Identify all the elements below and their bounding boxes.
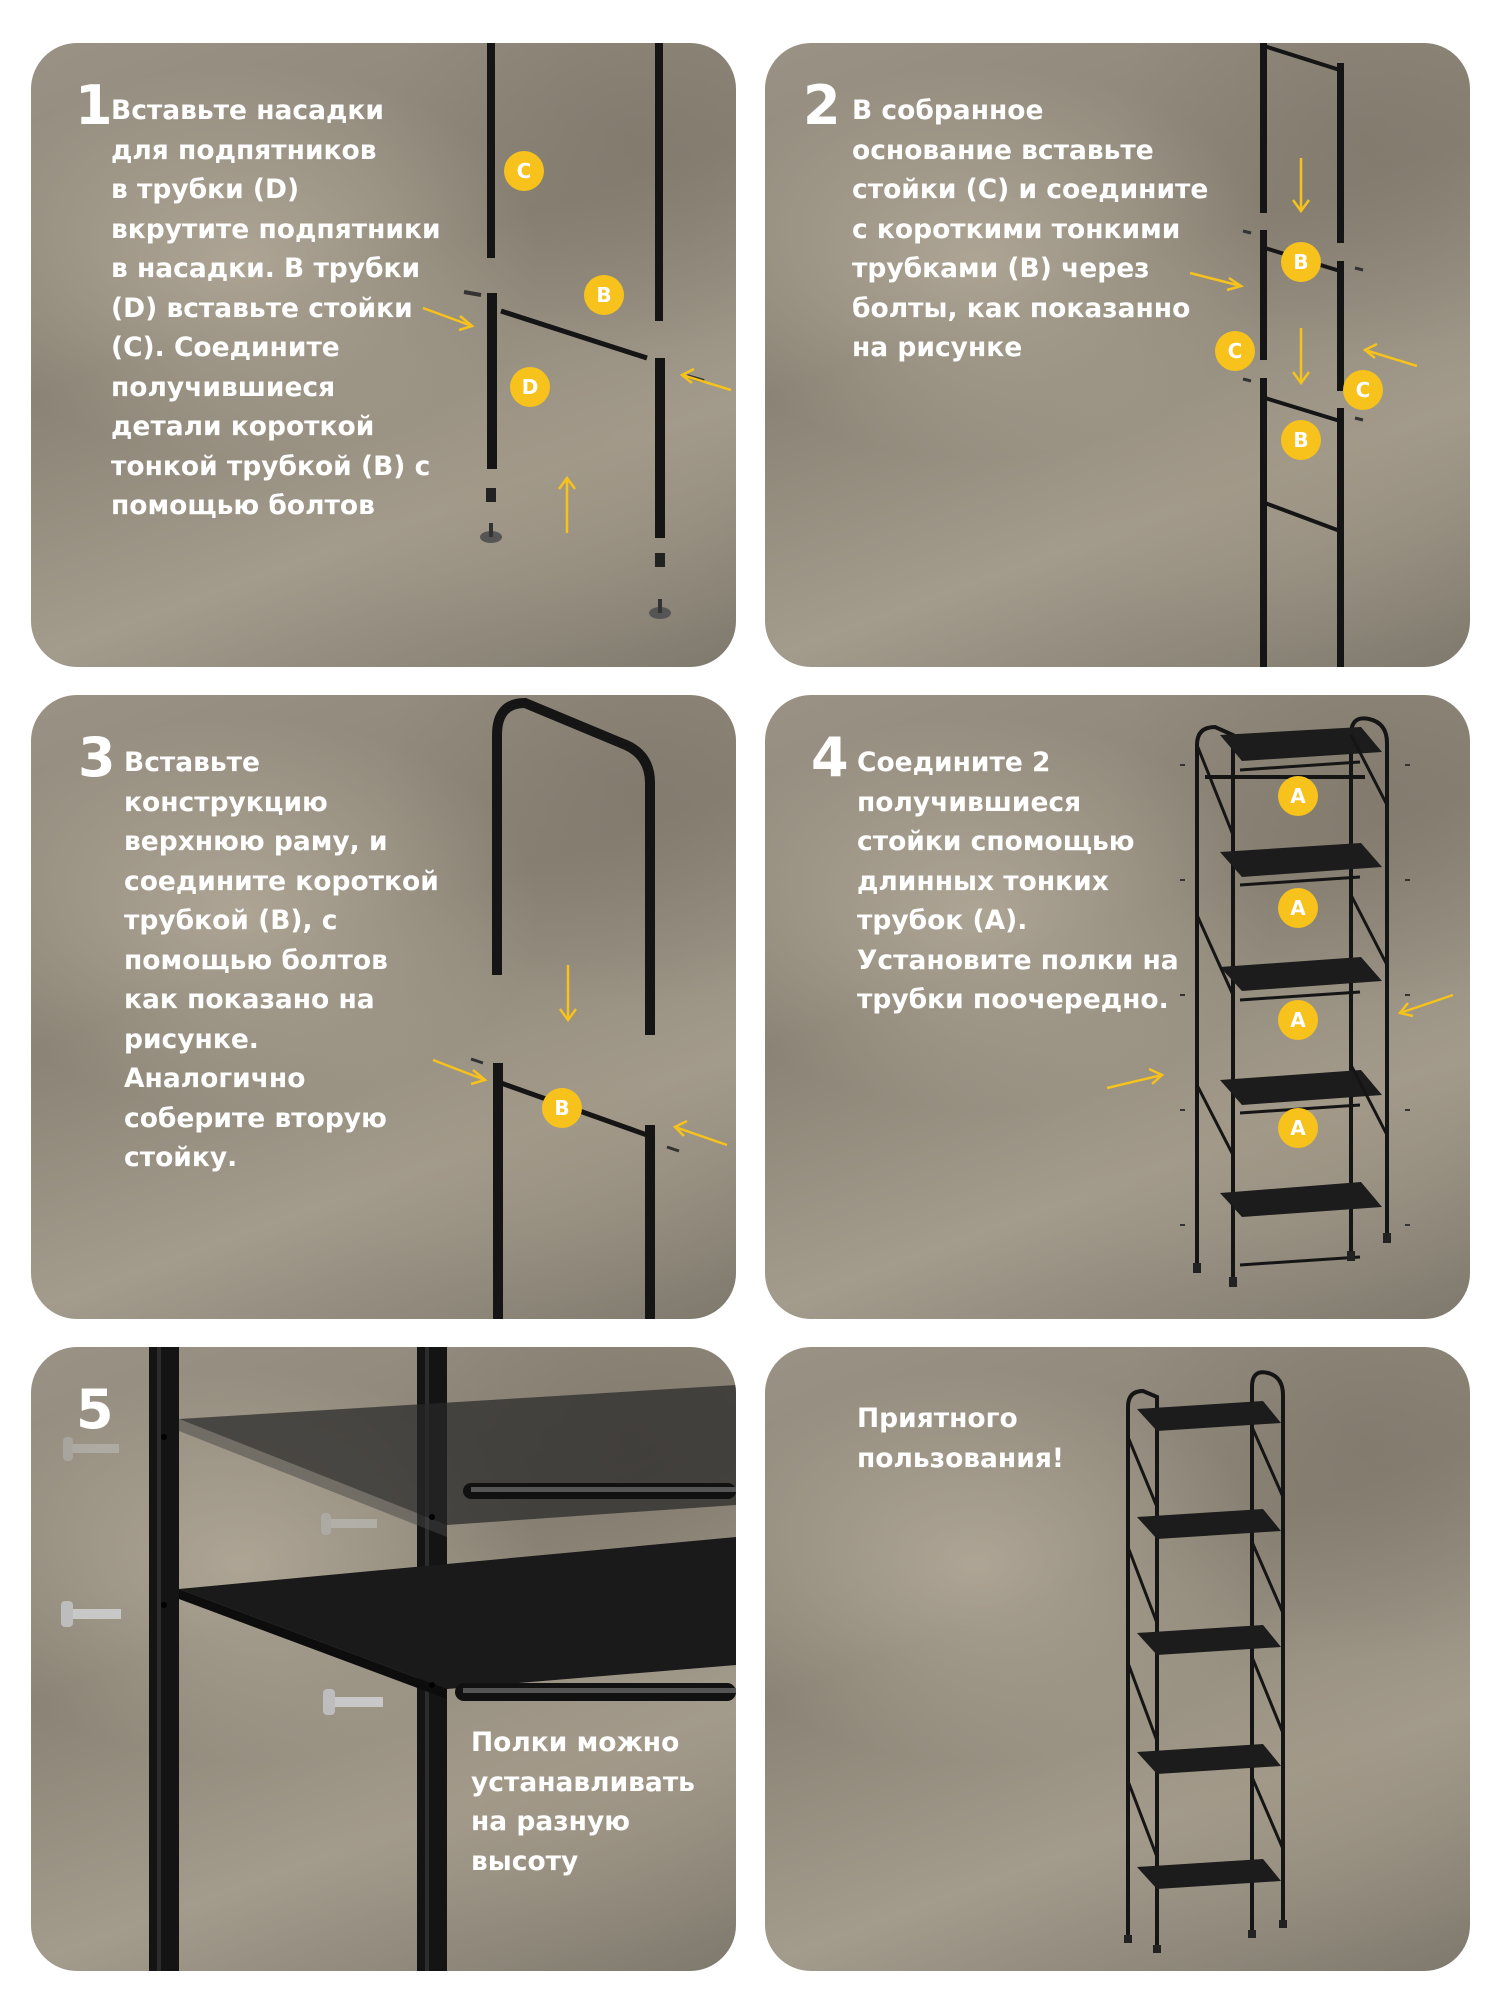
final-message: Приятного пользования! bbox=[857, 1403, 1064, 1474]
bolt bbox=[61, 1601, 121, 1627]
badge-b: B bbox=[1281, 242, 1321, 282]
svg-text:A: A bbox=[1290, 784, 1306, 808]
arrow-icon bbox=[558, 965, 578, 1023]
step-3-illustration: B bbox=[432, 697, 728, 1319]
long-tube-a bbox=[1239, 760, 1361, 1267]
foot-insert bbox=[655, 553, 665, 567]
svg-text:A: A bbox=[1290, 1008, 1306, 1032]
arrow-icon bbox=[1291, 158, 1311, 214]
shelf bbox=[1220, 727, 1382, 1217]
step-number: 4 bbox=[811, 726, 849, 789]
top-frame bbox=[492, 697, 655, 1035]
svg-text:C: C bbox=[1228, 339, 1243, 363]
step-1-illustration: C B D bbox=[422, 43, 732, 619]
shelf bbox=[1137, 1401, 1281, 1889]
svg-text:A: A bbox=[1290, 896, 1306, 920]
badge-c: C bbox=[504, 151, 544, 191]
step-4-illustration: A A A A bbox=[1106, 716, 1454, 1287]
badge-b: B bbox=[584, 275, 624, 315]
step-2-illustration: B C C B bbox=[1189, 43, 1418, 667]
tube-d bbox=[487, 293, 497, 469]
arrow-icon bbox=[432, 1058, 488, 1086]
finished-shelving-illustration bbox=[1124, 1370, 1287, 1953]
step-4-card: 4 Соедините 2 получившиеся стойки спомощ… bbox=[765, 695, 1470, 1319]
badge-c: C bbox=[1343, 370, 1383, 410]
badge-a: A bbox=[1278, 1000, 1318, 1040]
step-3-card: 3 Вставьте конструкцию верхнюю раму, и с… bbox=[31, 695, 736, 1319]
step-number: 1 bbox=[75, 74, 113, 137]
step-1-card: 1 Вставьте насадки для подпятников в тру… bbox=[31, 43, 736, 667]
arrow-icon bbox=[1106, 1067, 1165, 1090]
step-2-card: 2 В собранное основание вставьте стойки … bbox=[765, 43, 1470, 667]
bolt bbox=[463, 290, 482, 297]
svg-text:D: D bbox=[522, 375, 539, 399]
svg-text:B: B bbox=[1293, 428, 1308, 452]
foot-insert bbox=[486, 488, 496, 502]
badge-b: B bbox=[542, 1088, 582, 1128]
svg-text:C: C bbox=[1356, 378, 1371, 402]
badge-c: C bbox=[1215, 331, 1255, 371]
step-number: 2 bbox=[803, 74, 841, 137]
badge-b: B bbox=[1281, 420, 1321, 460]
step-5-card: 5 Полки можно устанавливать на разную вы… bbox=[31, 1347, 736, 1971]
post-c bbox=[487, 43, 495, 258]
step-number: 3 bbox=[78, 726, 116, 789]
badge-a: A bbox=[1278, 1108, 1318, 1148]
arrow-icon bbox=[672, 1119, 728, 1147]
bolt bbox=[323, 1689, 383, 1715]
arrow-icon bbox=[1291, 328, 1311, 386]
post-right bbox=[655, 43, 663, 321]
svg-text:A: A bbox=[1290, 1116, 1306, 1140]
post-c bbox=[1260, 230, 1267, 360]
arrow-icon bbox=[422, 306, 475, 332]
arrow-icon bbox=[1362, 342, 1418, 368]
bolt bbox=[321, 1513, 377, 1535]
step-text: Вставьте конструкцию верхнюю раму, и сое… bbox=[124, 747, 439, 1173]
short-tube-b bbox=[500, 308, 648, 361]
step-text: Вставьте насадки для подпятников в трубк… bbox=[111, 95, 441, 521]
short-tube-b bbox=[1264, 396, 1341, 423]
svg-text:B: B bbox=[554, 1096, 569, 1120]
post-left bbox=[149, 1347, 179, 1971]
arrow-icon bbox=[679, 367, 732, 392]
step-number: 5 bbox=[76, 1378, 114, 1441]
step-5-illustration bbox=[61, 1347, 736, 1971]
svg-text:B: B bbox=[1293, 250, 1308, 274]
svg-text:B: B bbox=[596, 283, 611, 307]
step-text: Соедините 2 получившиеся стойки спомощью… bbox=[857, 747, 1179, 1015]
bolt bbox=[63, 1437, 119, 1461]
shelving-frame bbox=[1126, 1370, 1285, 1947]
badge-a: A bbox=[1278, 776, 1318, 816]
arrow-icon bbox=[557, 475, 577, 533]
shelf-lower bbox=[179, 1537, 736, 1689]
arrow-icon bbox=[1189, 271, 1244, 292]
arrow-icon bbox=[1397, 993, 1454, 1018]
step-text: В собранное основание вставьте стойки (C… bbox=[852, 95, 1209, 363]
svg-text:C: C bbox=[517, 159, 532, 183]
badge-d: D bbox=[510, 367, 550, 407]
post-c bbox=[1337, 261, 1344, 391]
step-text: Полки можно устанавливать на разную высо… bbox=[471, 1727, 695, 1877]
final-card: Приятного пользования! bbox=[765, 1347, 1470, 1971]
tube-right bbox=[655, 358, 665, 538]
badge-a: A bbox=[1278, 888, 1318, 928]
